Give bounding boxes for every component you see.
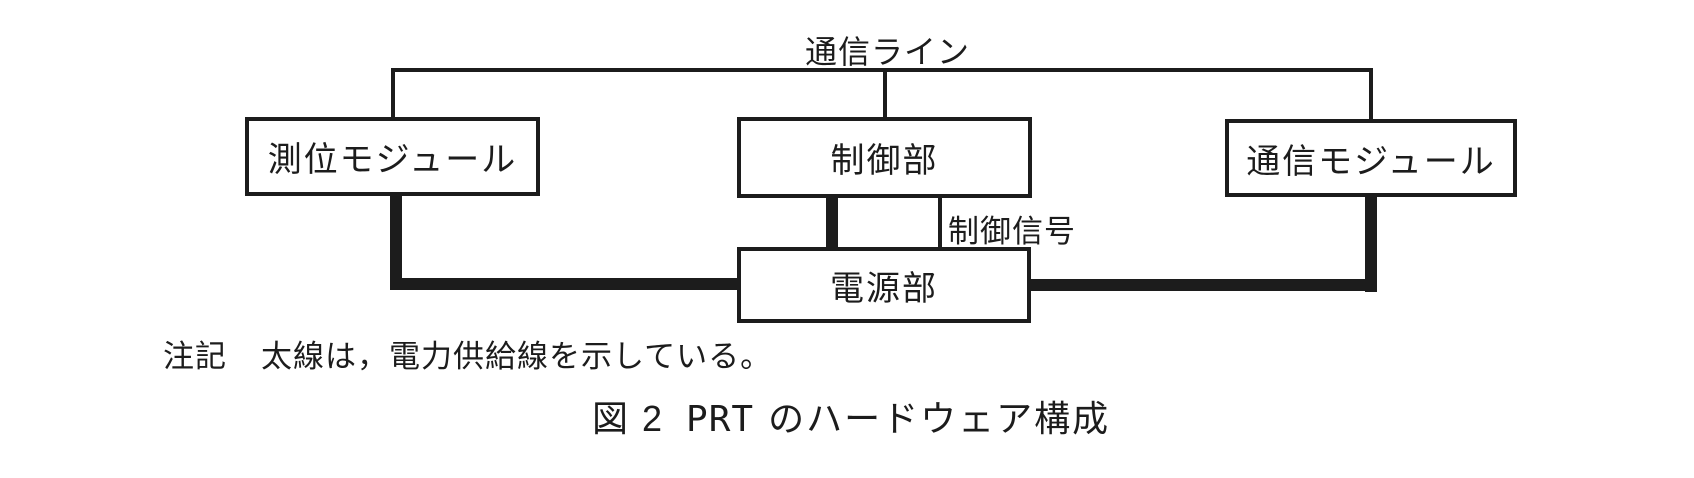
power-unit-label: 電源部 <box>830 269 938 308</box>
note-prefix: 注記 <box>163 339 227 374</box>
power-unit-box: 電源部 <box>737 247 1031 323</box>
communication-line-label: 通信ライン <box>805 34 971 70</box>
communication-line-drop-middle <box>883 68 887 123</box>
power-line-left-horizontal <box>390 278 742 290</box>
caption-code: PRT <box>686 399 755 440</box>
caption-title: のハードウェア構成 <box>768 398 1111 439</box>
communication-line-drop-left <box>391 68 395 123</box>
positioning-module-label: 測位モジュール <box>267 141 518 179</box>
power-line-right-vertical <box>1365 193 1377 292</box>
communication-line-drop-right <box>1369 68 1373 125</box>
positioning-module-box: 測位モジュール <box>245 117 540 196</box>
control-unit-label: 制御部 <box>830 142 939 180</box>
caption-number: 図 2 <box>592 398 665 439</box>
control-signal-label: 制御信号 <box>948 214 1076 249</box>
note: 注記 太線は，電力供給線を示している。 <box>163 331 772 376</box>
control-unit-box: 制御部 <box>737 117 1032 198</box>
note-text: 太線は，電力供給線を示している。 <box>261 339 773 374</box>
communication-module-box: 通信モジュール <box>1225 119 1517 197</box>
power-line-right-horizontal <box>1027 279 1377 291</box>
control-signal-line <box>938 196 942 251</box>
communication-line-horizontal <box>391 68 1373 72</box>
power-line-left-vertical <box>390 192 402 290</box>
power-line-center-vertical <box>826 194 838 251</box>
figure-caption: 図 2 PRT のハードウェア構成 <box>592 390 1110 442</box>
communication-module-label: 通信モジュール <box>1246 142 1496 181</box>
